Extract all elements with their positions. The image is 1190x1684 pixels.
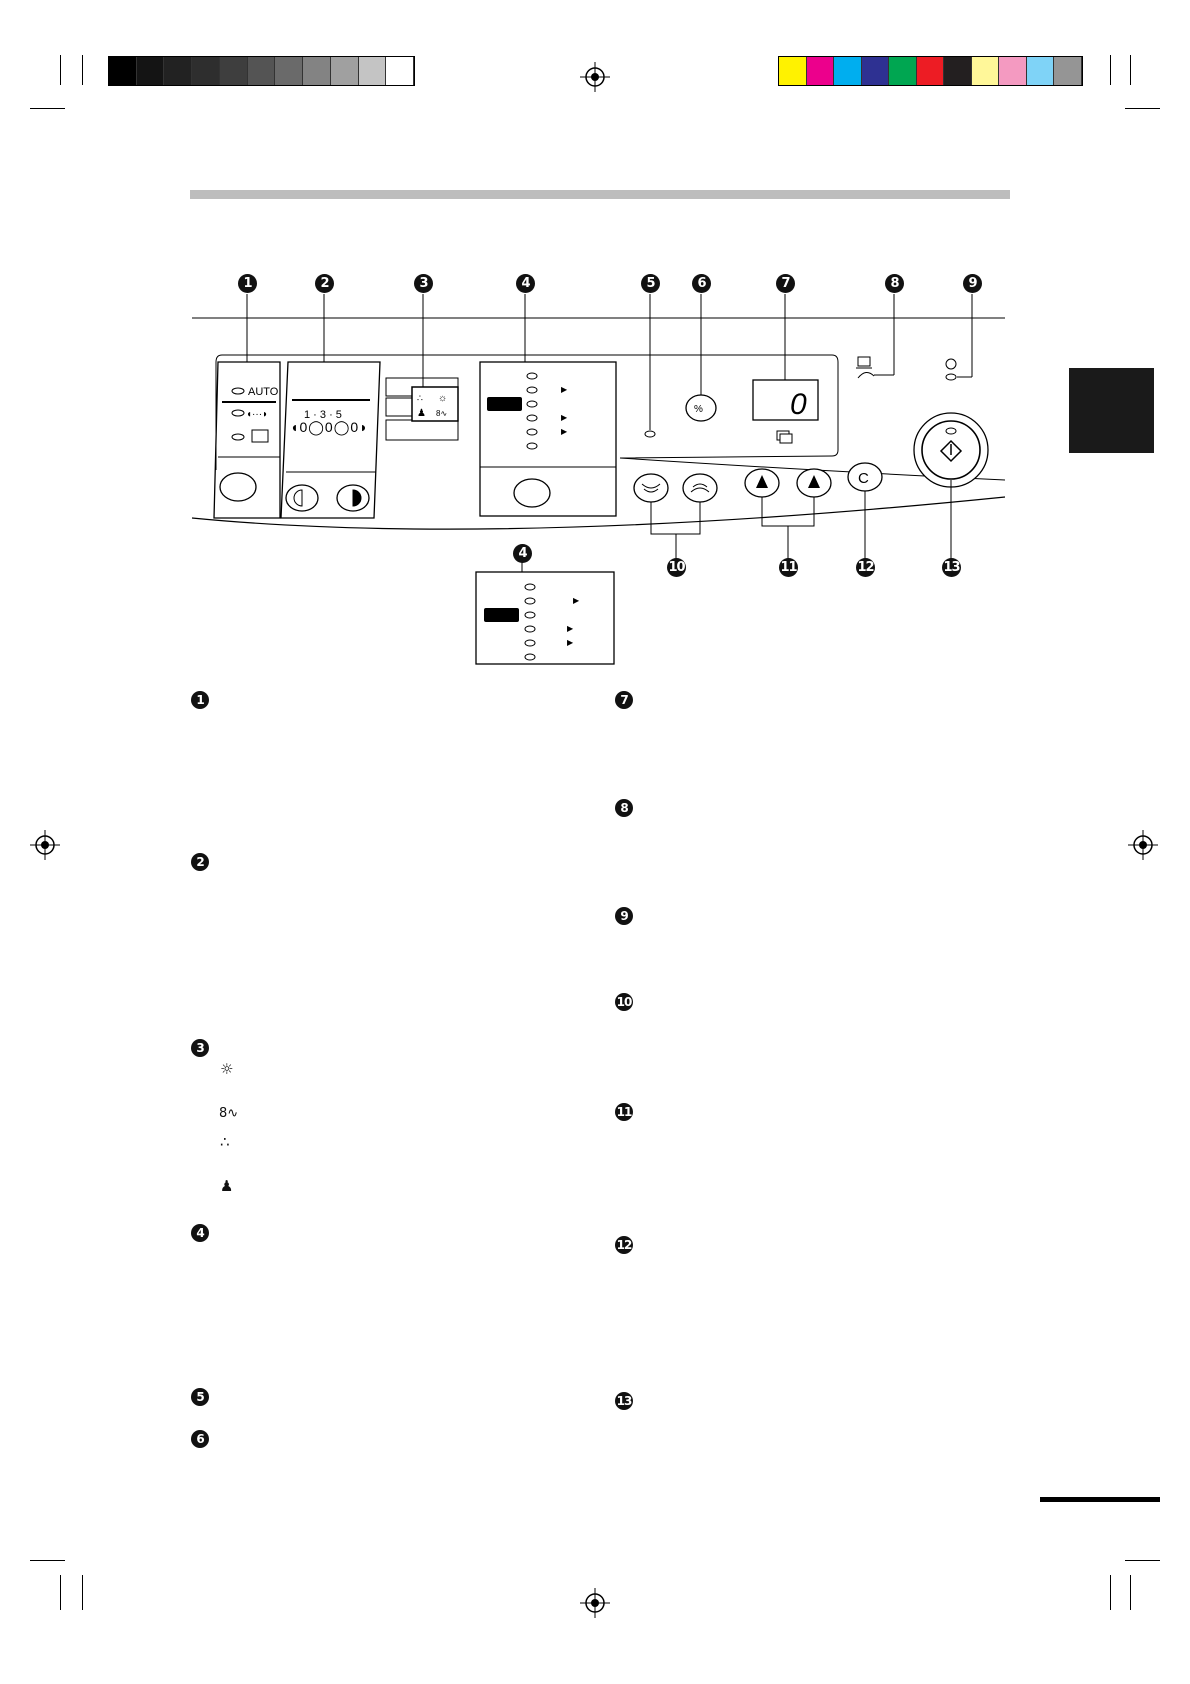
desc-number-13: 13 bbox=[615, 1392, 633, 1410]
grayscale-calibration-bar bbox=[108, 56, 415, 86]
calibration-swatch bbox=[136, 57, 165, 85]
registration-mark-top bbox=[580, 62, 610, 92]
calibration-swatch bbox=[916, 57, 945, 85]
calibration-swatch bbox=[247, 57, 276, 85]
callout-7: 7 bbox=[776, 274, 795, 293]
desc-number-3: 3 bbox=[191, 1039, 209, 1057]
calibration-swatch bbox=[109, 57, 137, 85]
desc-number-2: 2 bbox=[191, 853, 209, 871]
callout-12: 12 bbox=[856, 558, 875, 577]
maintenance-icon: ♟ bbox=[220, 1177, 234, 1195]
desc-number-1: 1 bbox=[191, 691, 209, 709]
calibration-swatch bbox=[303, 57, 331, 85]
svg-text:C: C bbox=[858, 470, 869, 487]
calibration-swatch bbox=[164, 57, 193, 85]
callout-5: 5 bbox=[641, 274, 660, 293]
calibration-swatch bbox=[999, 57, 1027, 85]
callout-8: 8 bbox=[885, 274, 904, 293]
operation-panel-diagram: AUTO ◖···◗ 1 · 3 · 5 ◖0◯0◯0◗ ∴ ☼ ♟ 8∿ ▶ … bbox=[191, 294, 1006, 665]
copy-count-display: 0 bbox=[790, 388, 807, 421]
desc-number-10: 10 bbox=[615, 993, 633, 1011]
calibration-swatch bbox=[779, 57, 807, 85]
callout-1: 1 bbox=[238, 274, 257, 293]
registration-mark-left bbox=[30, 830, 60, 860]
calibration-swatch bbox=[358, 57, 387, 85]
chapter-tab bbox=[1069, 368, 1154, 453]
calibration-swatch bbox=[219, 57, 248, 85]
calibration-swatch bbox=[386, 57, 414, 85]
calibration-swatch bbox=[889, 57, 917, 85]
calibration-swatch bbox=[275, 57, 304, 85]
zoom-indicator bbox=[644, 430, 656, 438]
desc-number-4: 4 bbox=[191, 1224, 209, 1242]
svg-text:◖···◗: ◖···◗ bbox=[246, 409, 268, 420]
desc-number-5: 5 bbox=[191, 1388, 209, 1406]
svg-text:▶: ▶ bbox=[561, 413, 568, 422]
svg-text:▶: ▶ bbox=[561, 427, 568, 436]
svg-text:▶: ▶ bbox=[567, 638, 574, 647]
auto-indicator bbox=[231, 387, 245, 395]
calibration-swatch bbox=[834, 57, 862, 85]
desc-number-12: 12 bbox=[615, 1236, 633, 1254]
svg-text:▶: ▶ bbox=[573, 596, 580, 605]
svg-text:∴: ∴ bbox=[417, 393, 423, 403]
footer-rule bbox=[1040, 1497, 1160, 1502]
calibration-swatch bbox=[192, 57, 220, 85]
svg-text:◖0◯0◯0◗: ◖0◯0◯0◗ bbox=[290, 419, 369, 436]
copy-ratio-select-button[interactable] bbox=[513, 478, 551, 508]
registration-mark-right bbox=[1128, 830, 1158, 860]
desc-number-6: 6 bbox=[191, 1430, 209, 1448]
svg-text:▶: ▶ bbox=[567, 624, 574, 633]
misfeed-icon: 8∿ bbox=[219, 1106, 239, 1121]
toner-icon: ∴ bbox=[220, 1133, 230, 1151]
svg-text:☼: ☼ bbox=[438, 393, 447, 404]
calibration-swatch bbox=[944, 57, 972, 85]
svg-text:▶: ▶ bbox=[561, 385, 568, 394]
calibration-swatch bbox=[806, 57, 835, 85]
auto-label: AUTO bbox=[248, 386, 279, 398]
desc-number-9: 9 bbox=[615, 907, 633, 925]
callout-4: 4 bbox=[516, 274, 535, 293]
header-rule bbox=[190, 190, 1010, 199]
callout-2: 2 bbox=[315, 274, 334, 293]
svg-text:♟: ♟ bbox=[417, 408, 426, 419]
desc-number-8: 8 bbox=[615, 799, 633, 817]
svg-text:%: % bbox=[694, 404, 703, 415]
color-calibration-bar bbox=[778, 56, 1083, 86]
calibration-swatch bbox=[861, 57, 890, 85]
calibration-swatch bbox=[971, 57, 1000, 85]
callout-10: 10 bbox=[667, 558, 686, 577]
desc-number-7: 7 bbox=[615, 691, 633, 709]
svg-text:8∿: 8∿ bbox=[436, 409, 447, 418]
calibration-swatch bbox=[1026, 57, 1055, 85]
callout-11: 11 bbox=[779, 558, 798, 577]
callout-6: 6 bbox=[692, 274, 711, 293]
callout-9: 9 bbox=[963, 274, 982, 293]
callout-3: 3 bbox=[414, 274, 433, 293]
registration-mark-bottom bbox=[580, 1588, 610, 1618]
callout-13: 13 bbox=[942, 558, 961, 577]
scale-label: 1 · 3 · 5 bbox=[304, 409, 342, 421]
callout-4-inset: 4 bbox=[513, 544, 532, 563]
calibration-swatch bbox=[330, 57, 359, 85]
sun-icon: ☼ bbox=[220, 1060, 234, 1078]
exposure-mode-button[interactable] bbox=[219, 472, 257, 502]
calibration-swatch bbox=[1054, 57, 1082, 85]
desc-number-11: 11 bbox=[615, 1103, 633, 1121]
